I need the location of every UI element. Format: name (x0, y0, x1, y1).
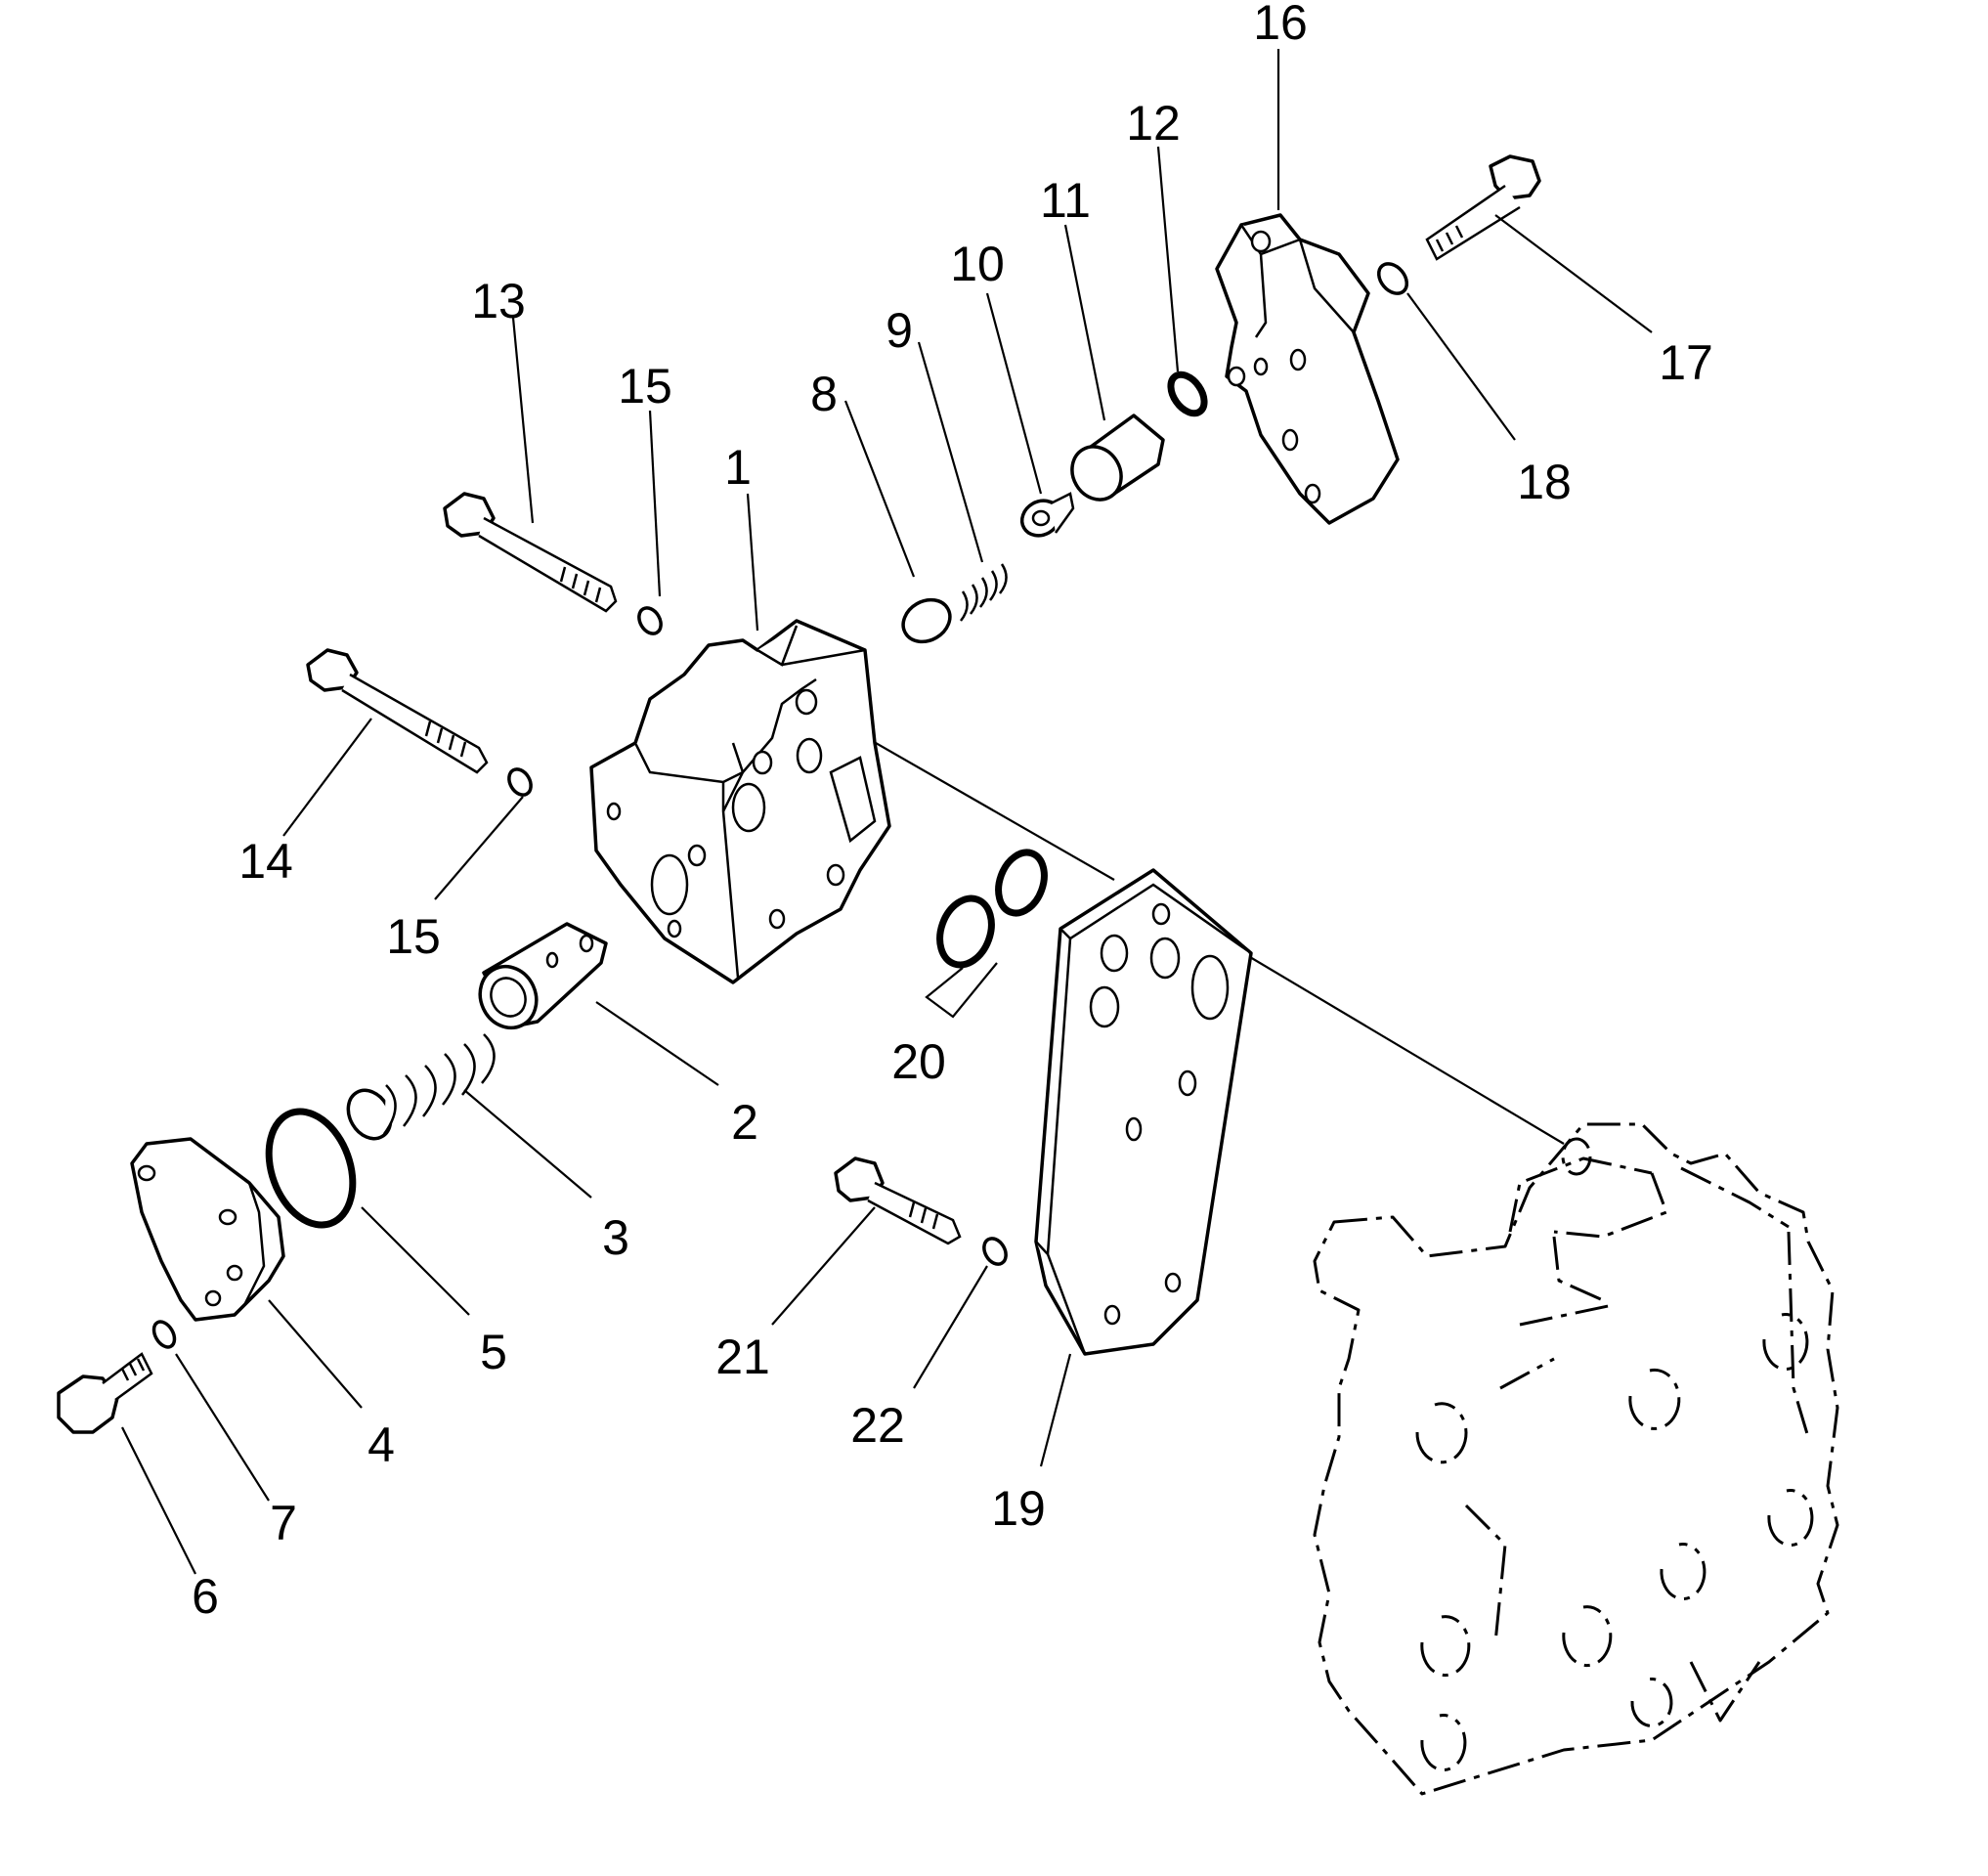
callout-13: 13 (471, 274, 526, 328)
callout-2: 2 (731, 1095, 758, 1150)
callout-4: 4 (367, 1418, 395, 1472)
callout-20: 20 (891, 1034, 946, 1089)
callout-3: 3 (602, 1210, 629, 1265)
bolt-part-17 (1425, 154, 1541, 261)
cover-part-4 (130, 1137, 285, 1322)
long-bolt-part-13 (443, 492, 618, 613)
callout-12: 12 (1126, 96, 1181, 151)
callout-15-upper: 15 (618, 359, 672, 414)
long-bolt-part-14 (306, 648, 489, 774)
callout-11: 11 (1040, 173, 1091, 228)
bolt-part-6 (57, 1352, 153, 1434)
callout-labels: 1 2 3 4 5 6 7 8 9 10 11 12 13 14 15 15 1… (192, 0, 1713, 1624)
leader-lines (121, 49, 1653, 1575)
o-ring-part-5 (265, 1108, 357, 1229)
o-rings-part-20 (925, 849, 1048, 1019)
callout-16: 16 (1253, 0, 1308, 50)
callout-9: 9 (886, 303, 913, 358)
valve-block-part-1 (589, 619, 891, 984)
callout-15-lower: 15 (386, 909, 441, 964)
plate-part-19 (1034, 868, 1253, 1356)
callout-10: 10 (950, 237, 1005, 291)
washer-part-22 (982, 1237, 1008, 1266)
callout-18: 18 (1517, 455, 1572, 509)
bolt-part-21 (834, 1156, 962, 1245)
callout-8: 8 (810, 367, 838, 421)
washer-part-15-lower (507, 767, 533, 797)
port-circles (1415, 1313, 1814, 1772)
plug-part-10 (1019, 492, 1075, 538)
spring-part-9 (960, 563, 1008, 622)
washer-part-8 (901, 597, 952, 644)
o-ring-part-12 (1167, 371, 1208, 417)
callout-21: 21 (715, 1330, 770, 1384)
spring-part-3 (346, 1033, 496, 1141)
callout-17: 17 (1659, 335, 1713, 390)
callout-6: 6 (192, 1569, 219, 1624)
washer-part-18 (1376, 262, 1409, 295)
main-valve-body (1313, 1122, 1839, 1796)
block-part-16 (1215, 213, 1400, 525)
callout-19: 19 (991, 1481, 1046, 1536)
callout-22: 22 (850, 1398, 905, 1453)
washer-part-15-upper (637, 606, 663, 635)
callout-7: 7 (270, 1496, 297, 1550)
washer-part-7 (151, 1320, 177, 1349)
callout-14: 14 (238, 834, 293, 889)
callout-1: 1 (724, 440, 752, 495)
piston-part-11 (1070, 414, 1165, 502)
callout-5: 5 (480, 1325, 507, 1379)
sleeve-part-2 (478, 922, 608, 1030)
